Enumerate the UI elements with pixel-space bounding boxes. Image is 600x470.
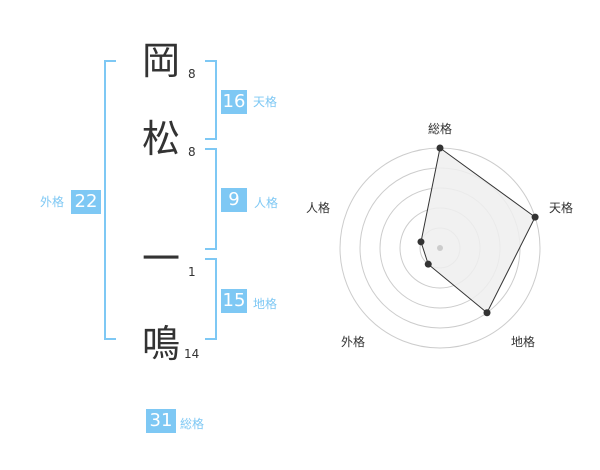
soukaku-label: 総格: [180, 417, 205, 431]
gaikaku-bracket: [104, 60, 116, 340]
jinkaku-value: 9: [221, 188, 247, 212]
tenkaku-value: 16: [221, 90, 247, 114]
jinkaku-bracket: [205, 148, 217, 250]
soukaku-value: 31: [146, 409, 176, 433]
gaikaku-label: 外格: [40, 195, 65, 209]
tenkaku-bracket: [205, 60, 217, 140]
name-char-1: 岡: [142, 39, 181, 83]
radar-center-dot: [437, 245, 443, 251]
stroke-count-4: 14: [184, 347, 200, 361]
gaikaku-value: 22: [71, 190, 101, 214]
radar-point: [424, 260, 432, 268]
chikaku-value: 15: [221, 289, 247, 313]
radar-point: [483, 309, 491, 317]
radar-axis-label-soukaku: 総格: [428, 122, 453, 136]
name-char-2: 松: [142, 117, 181, 161]
radar-axis-label-gaikaku: 外格: [341, 335, 366, 349]
stroke-count-1: 8: [188, 67, 196, 81]
radar-axis-label-tenkaku: 天格: [549, 201, 574, 215]
radar-point: [417, 238, 425, 246]
radar-points: [417, 144, 539, 317]
name-char-3: 一: [142, 237, 181, 281]
radar-point: [436, 144, 444, 152]
name-char-4: 鳴: [142, 322, 181, 366]
chikaku-label: 地格: [253, 297, 278, 311]
radar-score-polygon: [420, 147, 536, 314]
radar-axis-label-chikaku: 地格: [511, 335, 536, 349]
radar-axis-label-jinkaku: 人格: [306, 201, 331, 215]
jinkaku-label: 人格: [254, 196, 279, 210]
chikaku-bracket: [205, 258, 217, 340]
tenkaku-label: 天格: [253, 95, 278, 109]
stroke-count-2: 8: [188, 145, 196, 159]
radar-point: [531, 213, 539, 221]
stroke-count-3: 1: [188, 265, 196, 279]
